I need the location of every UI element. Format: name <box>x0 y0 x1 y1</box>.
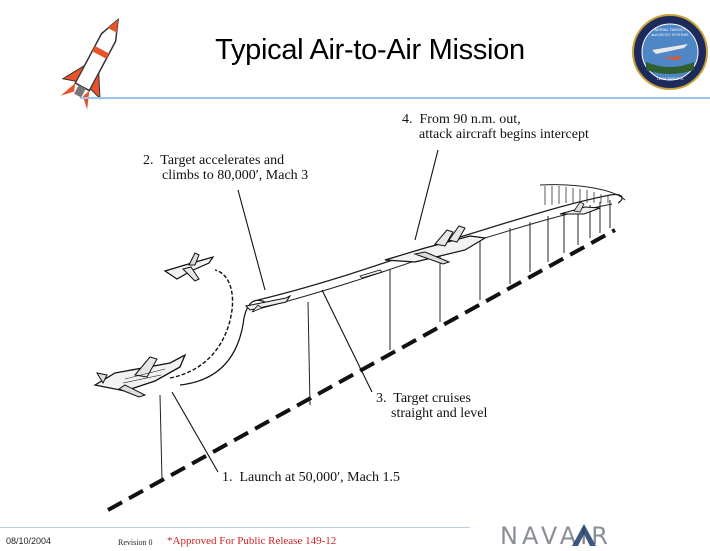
seal-line-3: TEAM TARGETS <box>657 77 685 81</box>
upper-fighter <box>163 252 215 282</box>
seal-line-1: AERIAL TARGET <box>654 27 686 32</box>
annotation-climb-line1: 2. Target accelerates and <box>143 153 285 168</box>
annotation-launch: 1. Launch at 50,000′, Mach 1.5 <box>222 470 401 485</box>
leader-cruise <box>321 289 373 393</box>
footer-revision: Revision 0 <box>118 538 153 547</box>
cruise-missile <box>359 269 383 279</box>
annotation-cruise-line2: straight and level <box>391 406 488 421</box>
title-rule <box>80 97 710 99</box>
seal-line-2: and DECOY SYSTEMS <box>652 33 690 37</box>
slide-title: Typical Air-to-Air Mission <box>215 34 525 66</box>
annotation-cruise-line1: 3. Target cruises <box>376 391 471 406</box>
footer-release-note: *Approved For Public Release 149-12 <box>167 535 337 547</box>
navair-logo: NAVAIR <box>500 522 608 550</box>
leader-intercept <box>414 149 439 241</box>
climb-path <box>169 269 234 379</box>
team-targets-seal: AERIAL TARGET and DECOY SYSTEMS TEAM TAR… <box>632 14 708 90</box>
annotation-intercept-line2: attack aircraft begins intercept <box>419 127 589 142</box>
annotation-intercept-line1: 4. From 90 n.m. out, <box>402 112 521 127</box>
launch-aircraft <box>93 353 187 398</box>
footer-rule <box>0 527 470 528</box>
target-drone <box>244 294 292 313</box>
leader-climb <box>237 189 266 291</box>
leader-launch <box>171 391 219 473</box>
rocket-icon <box>60 17 119 110</box>
attack-aircraft <box>384 225 487 265</box>
annotation-climb-line2: climbs to 80,000′, Mach 3 <box>162 168 309 183</box>
far-aircraft <box>559 201 601 215</box>
footer-date: 08/10/2004 <box>6 536 52 546</box>
